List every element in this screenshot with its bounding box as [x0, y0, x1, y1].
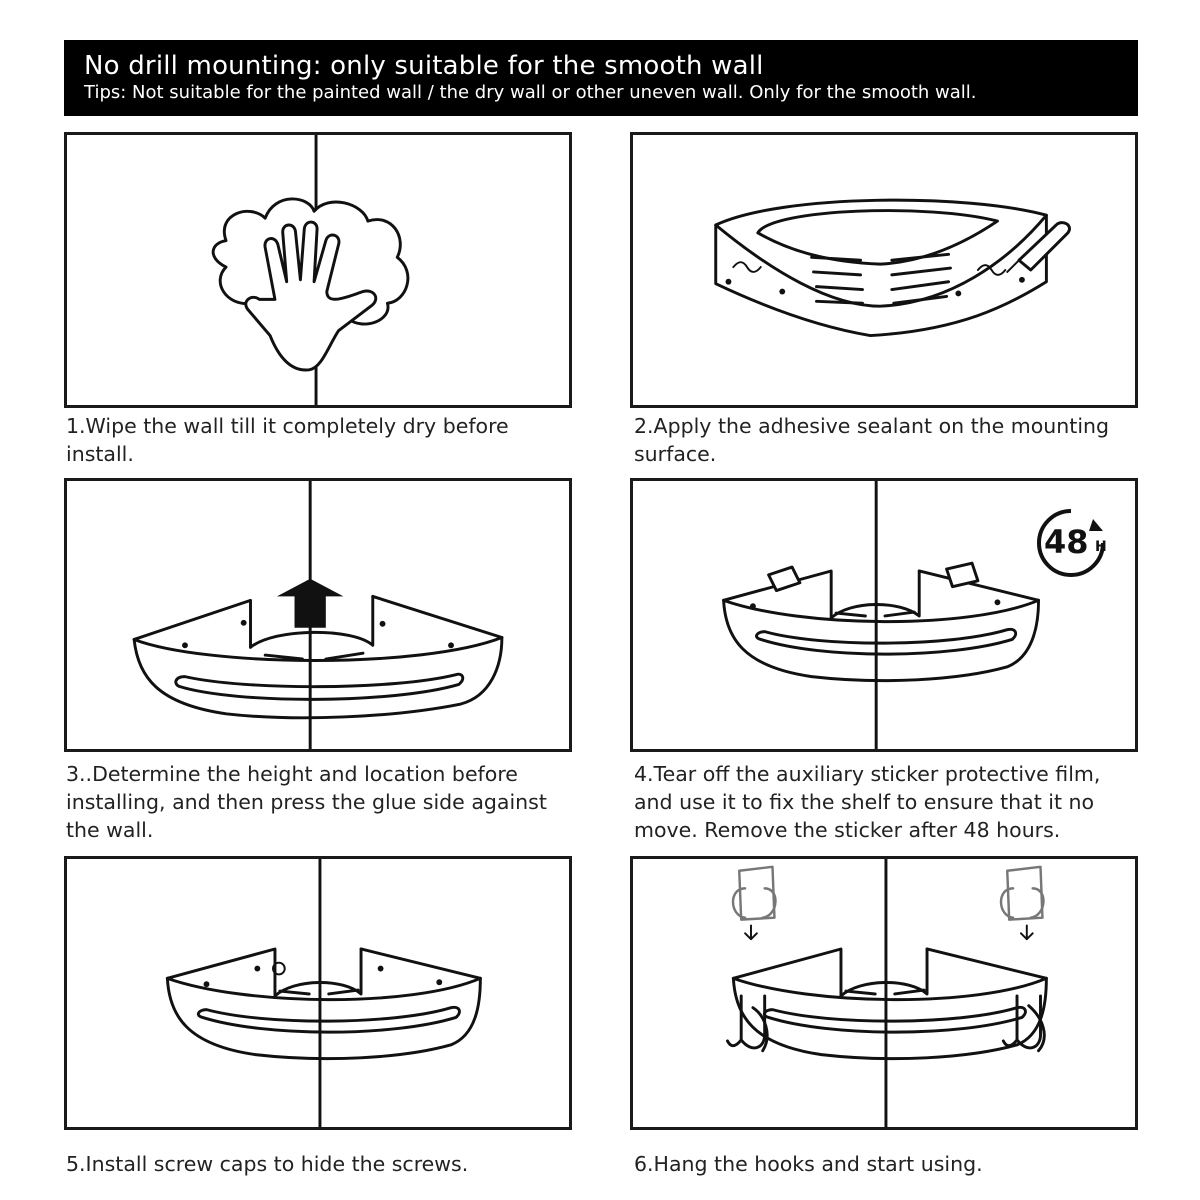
- header-banner: No drill mounting: only suitable for the…: [64, 40, 1138, 116]
- step-4-panel: 48 H: [630, 478, 1138, 752]
- left-hook-icon: [728, 867, 776, 1051]
- shelf-press-up-arrow-icon: [67, 481, 569, 749]
- step-2-caption: 2.Apply the adhesive sealant on the moun…: [634, 412, 1142, 468]
- step-5-caption: 5.Install screw caps to hide the screws.: [66, 1150, 586, 1178]
- banner-title: No drill mounting: only suitable for the…: [84, 50, 1118, 82]
- step-2-panel: [630, 132, 1138, 408]
- step-3-panel: [64, 478, 572, 752]
- shelf-screw-caps-icon: [67, 859, 569, 1127]
- banner-tips: Tips: Not suitable for the painted wall …: [84, 82, 1118, 104]
- step-1-caption: 1.Wipe the wall till it completely dry b…: [66, 412, 574, 468]
- shelf-with-hooks-icon: [633, 859, 1135, 1127]
- up-arrow-icon: [277, 579, 344, 628]
- timer-unit: H: [1095, 539, 1107, 555]
- step-3-caption: 3..Determine the height and location bef…: [66, 760, 586, 844]
- step-4-caption: 4.Tear off the auxiliary sticker protect…: [634, 760, 1154, 844]
- step-1-panel: [64, 132, 572, 408]
- step-5-panel: [64, 856, 572, 1130]
- 48-hour-timer-icon: 48 H: [1033, 505, 1109, 581]
- step-6-panel: [630, 856, 1138, 1130]
- hand-wiping-cloth-icon: [67, 135, 569, 405]
- shelf-with-sealant-icon: [633, 135, 1135, 405]
- timer-number: 48: [1044, 523, 1089, 561]
- step-6-caption: 6.Hang the hooks and start using.: [634, 1150, 1154, 1178]
